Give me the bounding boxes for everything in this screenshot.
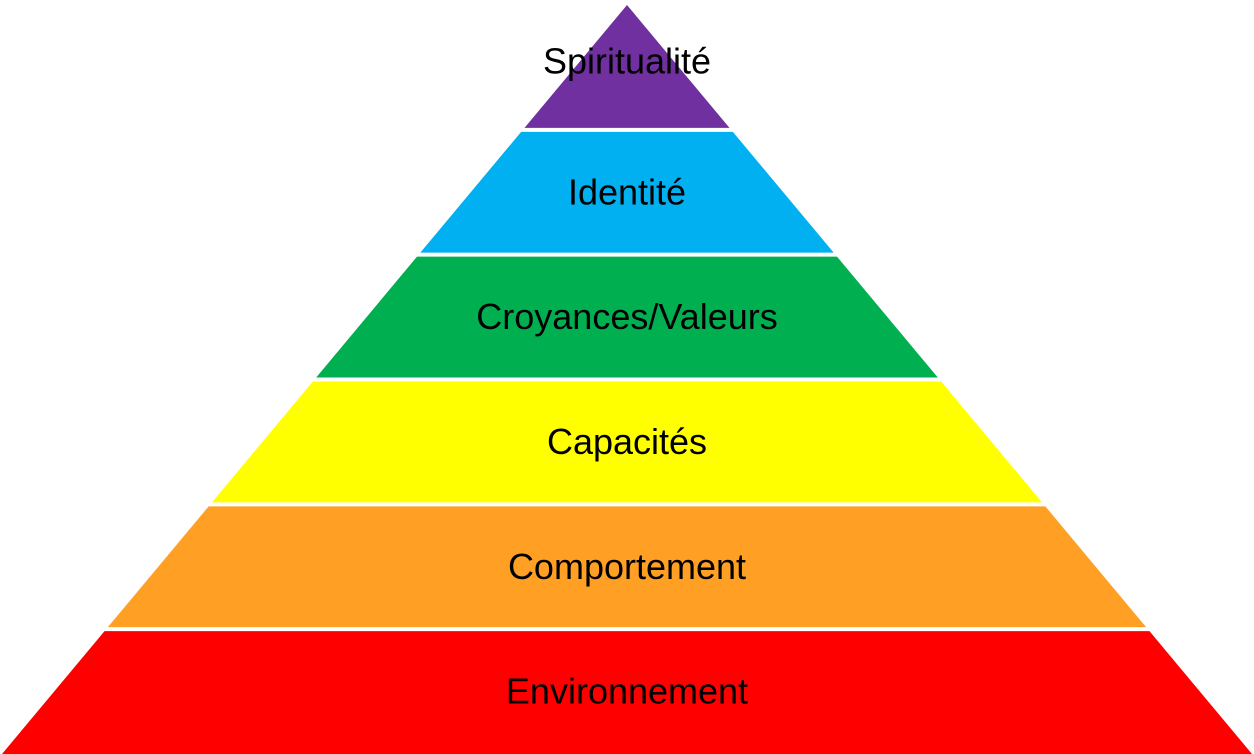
tier-capacites-label: Capacités (547, 421, 707, 462)
tier-croyances-valeurs-label: Croyances/Valeurs (476, 296, 777, 337)
tier-environnement-label: Environnement (506, 671, 748, 712)
tier-spiritualite-shape (524, 5, 730, 128)
tier-identite-label: Identité (568, 171, 686, 212)
tier-environnement-shape (2, 631, 1252, 754)
tier-capacites-shape (212, 381, 1042, 503)
tier-comportement-shape (107, 506, 1147, 628)
tier-identite-shape (420, 131, 834, 253)
tier-spiritualite-label: Spiritualité (543, 40, 711, 81)
tier-croyances-valeurs-shape (316, 256, 938, 378)
tier-comportement-label: Comportement (508, 546, 746, 587)
